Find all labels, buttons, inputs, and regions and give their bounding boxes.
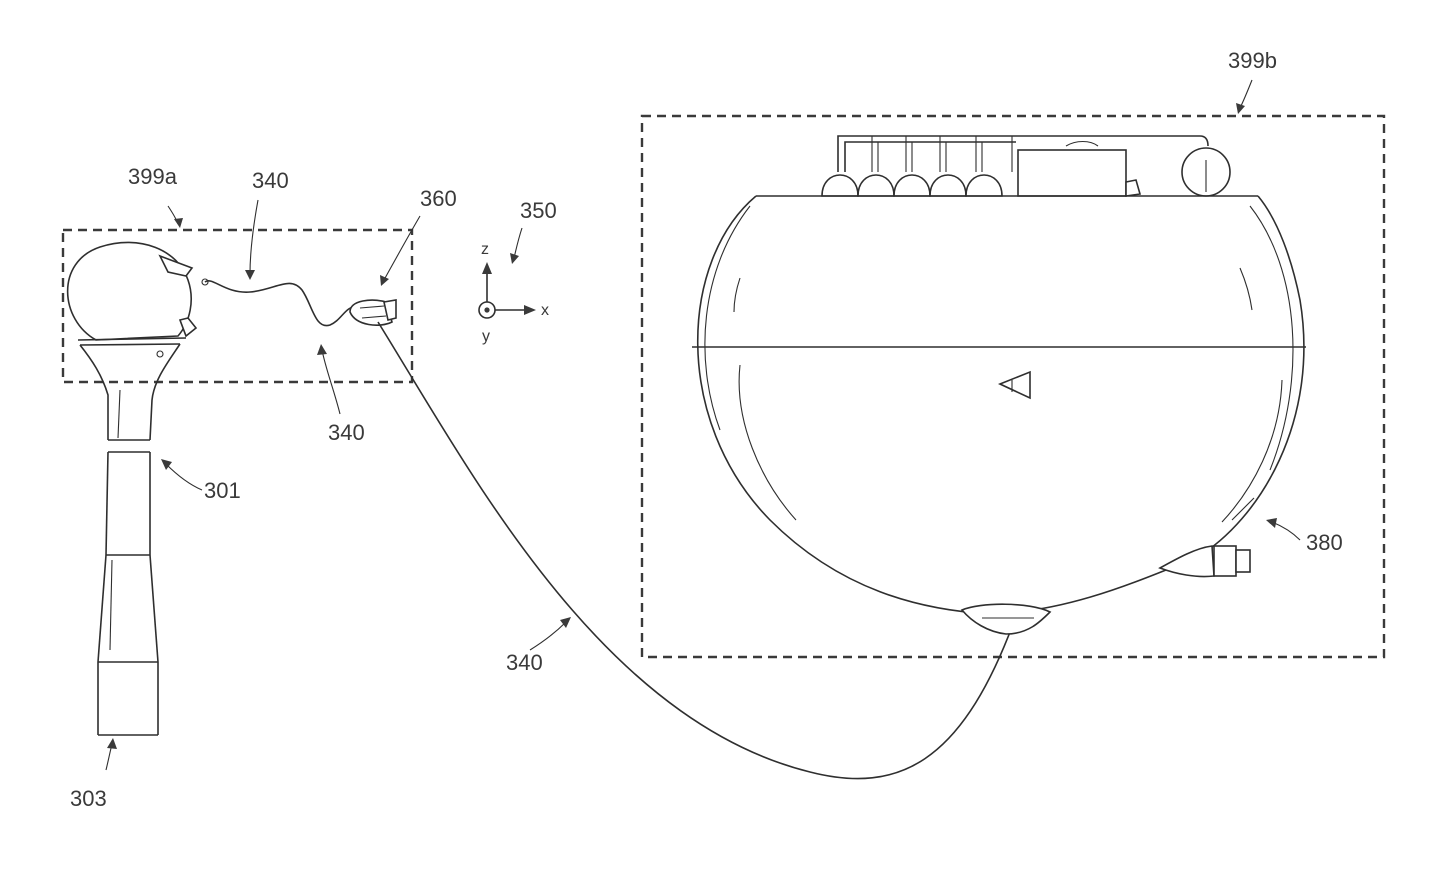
label-360: 360 (420, 186, 457, 211)
axis-label-z: z (481, 241, 489, 258)
label-340-top: 340 (252, 168, 289, 193)
label-350: 350 (520, 198, 557, 223)
label-399a: 399a (128, 164, 178, 189)
axis-label-x: x (541, 302, 549, 319)
reservoir-tank (692, 136, 1306, 634)
label-399b: 399b (1228, 48, 1277, 73)
handheld-wand (68, 242, 196, 735)
label-380: 380 (1306, 530, 1343, 555)
label-303: 303 (70, 786, 107, 811)
label-301: 301 (204, 478, 241, 503)
axis-label-y: y (482, 328, 490, 345)
label-340-long: 340 (506, 650, 543, 675)
cable-segment-long (378, 322, 1010, 779)
label-340-loop: 340 (328, 420, 365, 445)
cable-segment-short (205, 281, 358, 326)
connector-360 (350, 300, 396, 325)
